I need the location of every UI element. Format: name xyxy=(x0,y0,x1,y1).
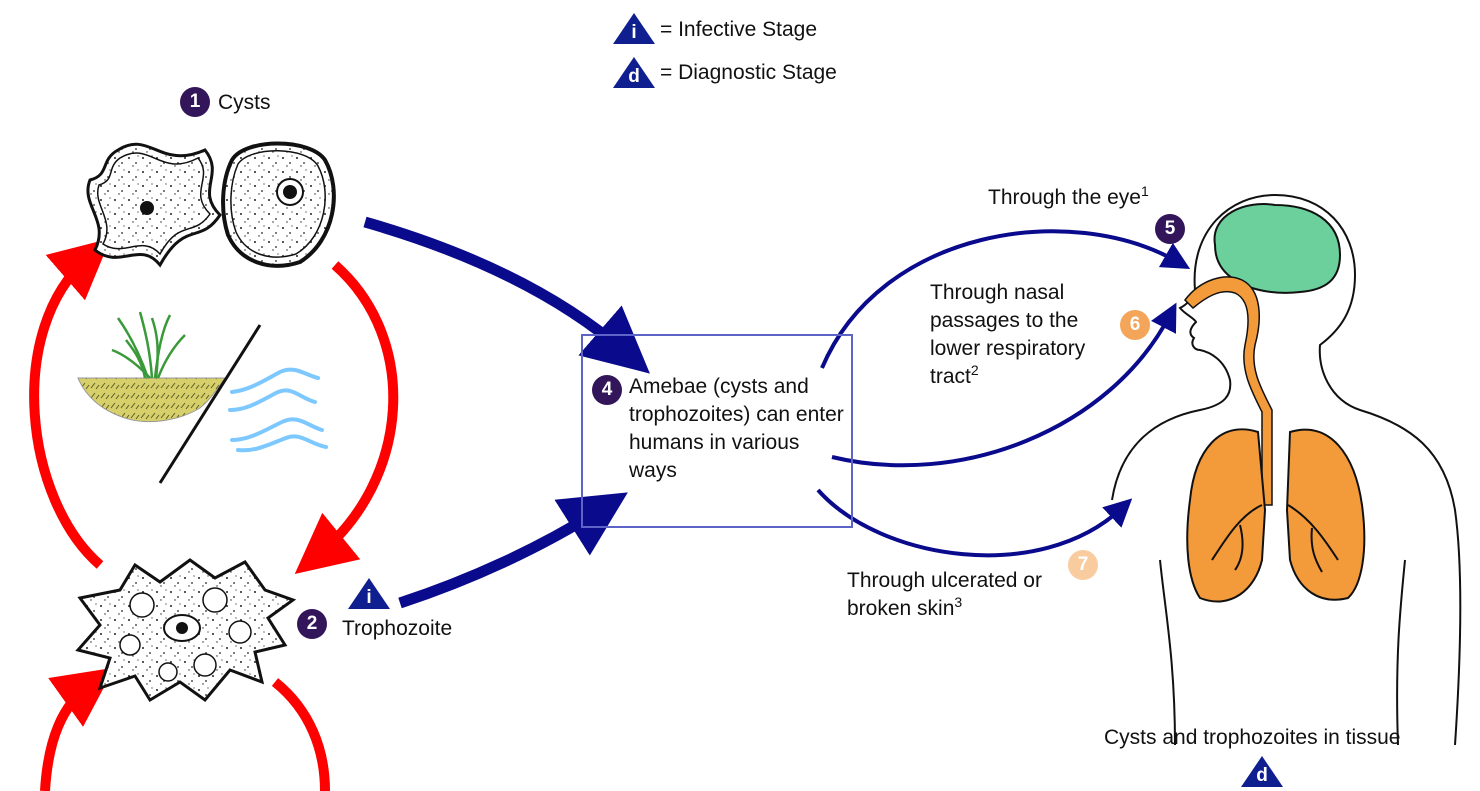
entry-routes-label: Amebae (cysts and trophozoites) can ente… xyxy=(629,375,844,482)
eye-route-label: Through the eye1 xyxy=(988,183,1149,209)
water-illustration xyxy=(228,367,328,453)
step-6-badge: 6 xyxy=(1120,310,1150,340)
eye-footnote-marker: 1 xyxy=(1140,183,1149,199)
blue-arrow-cysts-to-box xyxy=(363,216,650,374)
blue-arrow-eye xyxy=(820,229,1191,369)
tissue-label: Cysts and trophozoites in tissue xyxy=(1104,726,1401,749)
step-4-badge: 4 xyxy=(592,375,622,405)
respiratory-tract-illustration xyxy=(1184,276,1366,603)
grass-illustration xyxy=(111,311,186,379)
skin-footnote-marker: 3 xyxy=(954,594,963,610)
red-arrow-bottom-left xyxy=(40,667,115,791)
step-2-badge: 2 xyxy=(297,609,327,639)
red-arrow-left-up xyxy=(29,238,111,569)
legend-infective-label: = Infective Stage xyxy=(660,18,818,41)
trophozoite-infective-stage-icon: i xyxy=(347,576,391,610)
red-arrow-right-down xyxy=(294,261,399,574)
step-7-badge: 7 xyxy=(1068,550,1098,580)
red-arrow-bottom-right xyxy=(271,678,330,791)
trophozoite-illustration xyxy=(75,558,297,703)
diagnostic-stage-legend-icon: d xyxy=(612,55,656,89)
blue-arrow-trophozoite-to-box xyxy=(398,492,628,609)
human-figure xyxy=(1111,193,1462,746)
step-1-badge: 1 xyxy=(180,87,210,117)
cysts-label: Cysts xyxy=(218,91,271,114)
cyst-round-illustration xyxy=(221,141,336,268)
step-5-badge: 5 xyxy=(1155,214,1185,244)
divider-line xyxy=(158,324,262,484)
infective-stage-legend-icon: i xyxy=(612,11,656,45)
cyst-wrinkled-illustration xyxy=(86,142,222,268)
entry-routes-box xyxy=(581,334,853,528)
blue-arrow-nasal xyxy=(831,302,1177,468)
skin-route-label: Through ulcerated or broken skin3 xyxy=(847,569,1042,620)
nasal-route-label: Through nasal passages to the lower resp… xyxy=(930,281,1086,388)
tissue-diagnostic-stage-icon: d xyxy=(1240,754,1284,788)
trophozoite-label: Trophozoite xyxy=(342,617,453,640)
blue-arrow-skin xyxy=(816,488,1133,558)
legend-diagnostic-label: = Diagnostic Stage xyxy=(660,61,837,84)
nasal-footnote-marker: 2 xyxy=(970,362,979,378)
soil-illustration xyxy=(77,377,226,423)
